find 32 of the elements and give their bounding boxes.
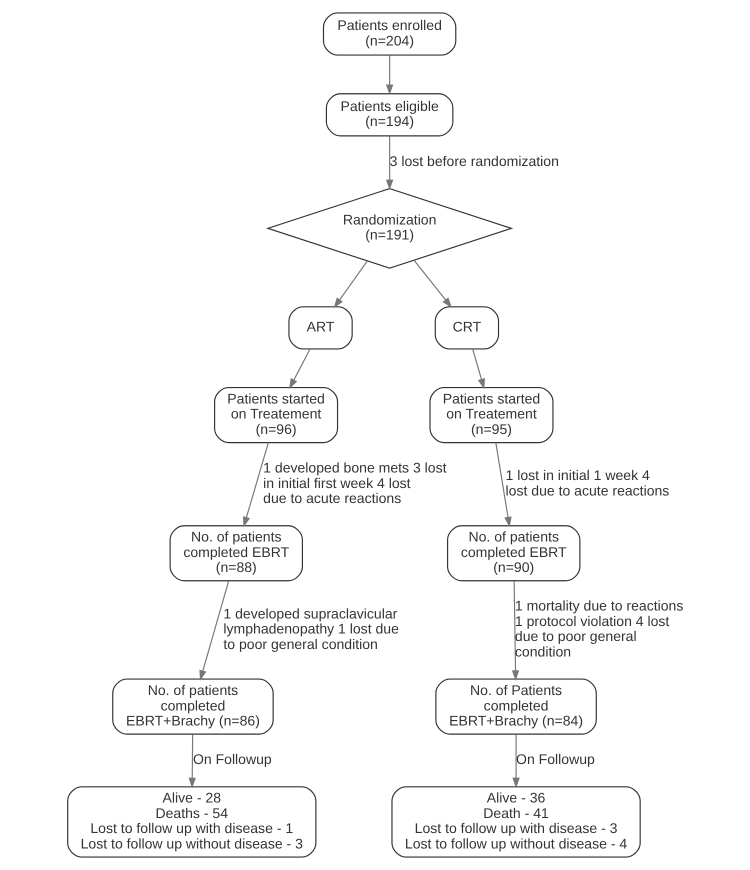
- node-box: Patients started on Treatement (n=96): [214, 387, 338, 444]
- arrow: [199, 580, 230, 681]
- edge-label: 1 developed bone mets 3 lost in initial first week 4 lost due to acute reactions: [263, 460, 447, 506]
- edge-label: 1 developed supraclavicular lymphadenopathy 1 lost due to poor general condition: [223, 605, 399, 652]
- arrow: [414, 260, 452, 308]
- edge-label: 1 lost in initial 1 week 4 lost due to acute reactions: [506, 467, 670, 498]
- edge-label: 1 mortality due to reactions 1 protocol violation 4 lost due to poor general condition: [514, 598, 684, 660]
- node-box: Patients enrolled (n=204): [322, 12, 456, 56]
- node-box: No. of patients completed EBRT (n=90): [447, 525, 580, 582]
- edge-label: On Followup: [516, 751, 595, 768]
- node-diamond: Randomization (n=191): [266, 188, 514, 269]
- arrow: [386, 55, 394, 95]
- arrow: [386, 136, 394, 190]
- node-box: CRT: [434, 306, 500, 350]
- node-box: Patients started on Treatement (n=95): [429, 387, 554, 444]
- edge-label: 3 lost before randomization: [390, 152, 559, 169]
- arrow: [188, 734, 196, 788]
- node-box: No. of Patients completed EBRT+Brachy (n=84): [435, 678, 597, 735]
- node-box: Alive - 28 Deaths - 54 Lost to follow up with disease - 1 Lost to follow up without disease - 3: [67, 786, 316, 858]
- arrow: [242, 442, 269, 528]
- arrow: [334, 261, 368, 308]
- node-box: Patients eligible (n=194): [326, 93, 454, 136]
- node-box: Alive - 36 Death - 41 Lost to follow up with disease - 3 Lost to follow up without disease - 4: [391, 786, 641, 858]
- arrow: [472, 349, 485, 390]
- node-box: ART: [288, 306, 353, 350]
- arrow: [512, 734, 520, 788]
- node-box: No. of patients completed EBRT+Brachy (n=86): [112, 678, 274, 735]
- arrow: [289, 348, 311, 390]
- edge-label: On Followup: [192, 751, 272, 768]
- arrow: [512, 581, 520, 681]
- arrow: [495, 442, 512, 528]
- node-box: No. of patients completed EBRT (n=88): [170, 525, 303, 582]
